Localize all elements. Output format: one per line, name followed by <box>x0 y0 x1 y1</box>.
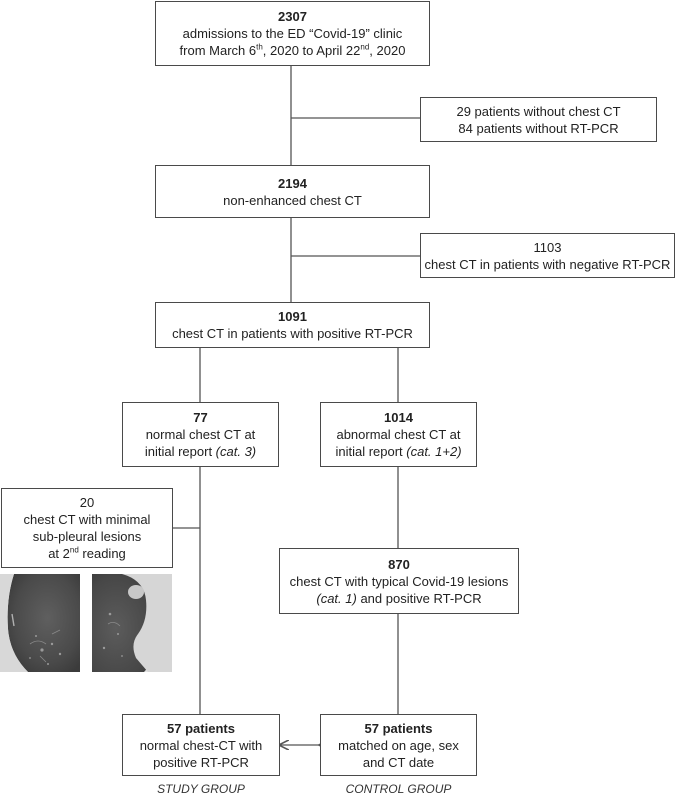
control-patients-label: matched on age, sex <box>338 737 459 753</box>
control-patients-label-2: and CT date <box>362 754 435 770</box>
minimal-lesions-box: 20 chest CT with minimal sub-pleural les… <box>1 488 173 568</box>
study-group-label: STUDY GROUP <box>157 782 245 796</box>
admissions-box: 2307 admissions to the ED “Covid-19” cli… <box>155 1 430 66</box>
control-patients-count: 57 patients <box>364 720 433 736</box>
non-enhanced-ct-label: non-enhanced chest CT <box>223 192 362 208</box>
normal-ct-box: 77 normal chest CT at initial report (ca… <box>122 402 279 467</box>
normal-ct-category: initial report (cat. 3) <box>144 444 257 459</box>
typical-lesions-category: (cat. 1) and positive RT-PCR <box>316 590 482 606</box>
negative-pcr-box: 1103 chest CT in patients with negative … <box>420 233 675 278</box>
typical-lesions-label: chest CT with typical Covid-19 lesions <box>289 573 509 589</box>
normal-ct-count: 77 <box>193 410 208 425</box>
control-patients-box: 57 patients matched on age, sex and CT d… <box>320 714 477 776</box>
ct-scan-image-right <box>92 574 172 672</box>
excluded-no-pcr: 84 patients without RT-PCR <box>458 120 619 136</box>
normal-ct-label: normal chest CT at <box>145 427 256 442</box>
excluded-no-tests-box: 29 patients without chest CT 84 patients… <box>420 97 657 142</box>
excluded-no-ct: 29 patients without chest CT <box>456 103 621 119</box>
admissions-label: admissions to the ED “Covid-19” clinic <box>182 26 403 41</box>
study-patients-box: 57 patients normal chest-CT with positiv… <box>122 714 280 776</box>
positive-pcr-count: 1091 <box>278 309 307 324</box>
typical-lesions-count: 870 <box>388 556 410 572</box>
admissions-date-range: from March 6th, 2020 to April 22nd, 2020 <box>179 42 406 58</box>
non-enhanced-ct-box: 2194 non-enhanced chest CT <box>155 165 430 218</box>
minimal-lesions-label: chest CT with minimal <box>23 512 151 527</box>
positive-pcr-box: 1091 chest CT in patients with positive … <box>155 302 430 348</box>
abnormal-ct-label: abnormal chest CT at <box>336 427 461 442</box>
study-patients-label: normal chest-CT with <box>139 737 263 753</box>
abnormal-ct-category: initial report (cat. 1+2) <box>335 444 462 459</box>
admissions-count: 2307 <box>278 9 307 24</box>
negative-pcr-label: chest CT in patients with negative RT-PC… <box>424 256 671 272</box>
minimal-lesions-count: 20 <box>79 495 95 510</box>
negative-pcr-count: 1103 <box>533 239 562 255</box>
minimal-lesions-reading: at 2nd reading <box>48 545 126 561</box>
non-enhanced-ct-count: 2194 <box>278 175 307 191</box>
typical-lesions-box: 870 chest CT with typical Covid-19 lesio… <box>279 548 519 614</box>
study-patients-count: 57 patients <box>167 720 235 736</box>
abnormal-ct-count: 1014 <box>384 410 413 425</box>
study-patients-label-2: positive RT-PCR <box>153 754 249 770</box>
positive-pcr-label: chest CT in patients with positive RT-PC… <box>172 326 413 341</box>
abnormal-ct-box: 1014 abnormal chest CT at initial report… <box>320 402 477 467</box>
control-group-label: CONTROL GROUP <box>345 782 452 796</box>
ct-scan-image-left <box>0 574 80 672</box>
minimal-lesions-label-2: sub-pleural lesions <box>32 529 142 544</box>
